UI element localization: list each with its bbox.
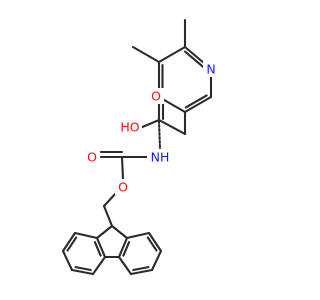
side-chain-bond-2 xyxy=(157,118,187,136)
carbamate-to-ether-o xyxy=(120,155,125,181)
fluorene-right-5 xyxy=(117,255,133,276)
alpha-to-amide-hashed xyxy=(157,119,162,151)
fluorene-left-4 xyxy=(70,268,95,276)
fluorene-left-6 xyxy=(95,236,107,259)
acid-bond-to-oh xyxy=(138,118,161,130)
fluorene-left-double-3-inner xyxy=(93,241,102,257)
fluorene-right-2 xyxy=(147,231,163,253)
pyridine-nitrogen-label: N xyxy=(206,62,215,77)
carbamate-ether-oxygen-label: O xyxy=(118,180,128,195)
fluorene-left-5 xyxy=(91,255,107,276)
amide-nh-label: NH xyxy=(151,150,170,165)
acid-hydroxyl-label: HO xyxy=(120,120,139,135)
fluorene-right-1 xyxy=(125,231,151,240)
fluorene-left-double-2-inner xyxy=(74,266,92,272)
fluorene-right-double-1-inner xyxy=(146,236,158,252)
fluorene-c9-right xyxy=(110,224,129,240)
ch2-to-fluorenyl-c9 xyxy=(102,204,114,228)
fluorene-right-double-2-inner xyxy=(132,266,150,272)
carbamate-carbonyl-oxygen-label: O xyxy=(87,150,97,165)
fluorene-right-6 xyxy=(117,236,129,259)
fluorene-right-double-3-inner xyxy=(122,241,131,257)
fluorene-left-1 xyxy=(73,231,99,240)
fluorene-right-4 xyxy=(129,268,154,276)
fluorene-right-3 xyxy=(150,249,163,272)
acid-carbonyl-oxygen-label: O xyxy=(151,89,161,104)
pyridine-double-2-inner xyxy=(184,94,208,109)
fluorene-left-double-1-inner xyxy=(66,236,78,252)
fluorene-left-2 xyxy=(61,231,77,253)
pyridine-double-1-inner xyxy=(183,50,208,71)
ether-o-to-ch2 xyxy=(102,190,119,208)
pyridine-bond-4 xyxy=(183,95,213,114)
methyl-bond-2 xyxy=(131,45,161,64)
molecule-diagram: N O HO NH O O xyxy=(61,18,219,276)
atom-labels: N O HO NH O O xyxy=(84,61,219,195)
pyridine-bond-1 xyxy=(157,45,187,64)
fluorene-left-3 xyxy=(61,249,74,272)
fluorene-c9-left xyxy=(95,224,114,240)
bond-lines xyxy=(61,18,213,276)
